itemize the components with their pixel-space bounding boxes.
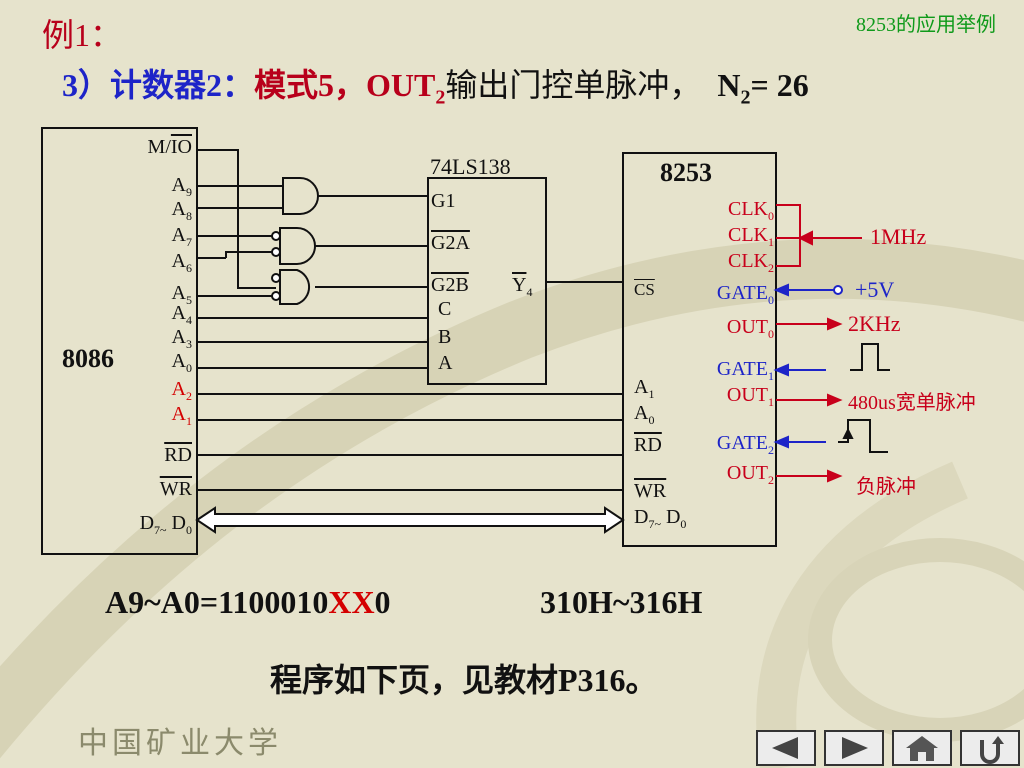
decoder-input-label: B bbox=[438, 326, 452, 348]
and-gate-2 bbox=[279, 227, 316, 265]
timer-left-pin-label: A1 bbox=[634, 376, 655, 401]
timer-left-pin-label: D7~ D0 bbox=[634, 506, 687, 531]
timer-right-pin-label: GATE2 bbox=[716, 432, 774, 457]
cpu-pin-label: A8 bbox=[171, 198, 192, 223]
cpu-pin-label: RD bbox=[164, 444, 192, 466]
cpu-pin-label: M/IO bbox=[147, 136, 192, 158]
decoder-name: 74LS138 bbox=[430, 154, 511, 179]
clock-freq-label: 1MHz bbox=[870, 224, 927, 249]
cpu-pin-label: A0 bbox=[171, 350, 192, 375]
timer-right-pin-label: CLK2 bbox=[728, 250, 774, 275]
out0-freq-label: 2KHz bbox=[848, 311, 901, 336]
vcc-label: +5V bbox=[855, 277, 895, 302]
wire-mio bbox=[197, 149, 276, 289]
home-button[interactable] bbox=[892, 730, 952, 766]
next-arrow-icon bbox=[842, 737, 868, 759]
address-range: 310H~316H bbox=[540, 584, 703, 620]
and-gate-3 bbox=[279, 269, 311, 305]
program-note: 程序如下页，见教材P316。 bbox=[270, 662, 658, 698]
timer-8253-box bbox=[622, 152, 777, 547]
home-icon bbox=[906, 736, 938, 761]
timer-cs-label: CS bbox=[634, 280, 655, 299]
timer-right-pin-label: GATE0 bbox=[716, 282, 774, 307]
decoder-input-label: G1 bbox=[431, 190, 456, 212]
cpu-pin-label: A5 bbox=[171, 282, 192, 307]
timer-right-pin-label: CLK0 bbox=[728, 198, 774, 223]
example-label: 例1： bbox=[42, 17, 123, 53]
corner-title: 8253的应用举例 bbox=[856, 14, 996, 36]
timer-right-pin-label: GATE1 bbox=[716, 358, 774, 383]
out2-pulse-label: 负脉冲 bbox=[856, 476, 916, 498]
timer-left-pin-label: WR bbox=[634, 480, 667, 502]
decoder-input-label: C bbox=[438, 298, 452, 320]
clock-bracket bbox=[776, 204, 801, 267]
and-gate-1 bbox=[282, 177, 319, 215]
pulse-waveform-gate1 bbox=[850, 343, 890, 371]
next-slide-button[interactable] bbox=[824, 730, 884, 766]
cpu-pin-label: WR bbox=[159, 478, 192, 500]
timer-right-pin-label: OUT2 bbox=[726, 462, 774, 487]
timer-name: 8253 bbox=[660, 158, 712, 187]
circuit-diagram bbox=[41, 127, 890, 555]
cpu-pin-label: A6 bbox=[171, 250, 192, 275]
cpu-name: 8086 bbox=[62, 344, 114, 373]
cpu-pin-label: A1 bbox=[171, 403, 192, 428]
cpu-pin-label: D7~ D0 bbox=[139, 512, 192, 537]
prev-arrow-icon bbox=[772, 737, 798, 759]
prev-slide-button[interactable] bbox=[756, 730, 816, 766]
return-button[interactable] bbox=[960, 730, 1020, 766]
out1-pulse-label: 480us宽单脉冲 bbox=[848, 392, 976, 414]
data-bus-arrow bbox=[195, 506, 625, 534]
return-icon bbox=[980, 736, 1004, 764]
pulse-waveform-gate2 bbox=[838, 419, 888, 453]
cpu-pin-label: A3 bbox=[171, 326, 192, 351]
slide-heading: 3）计数器2：模式5，OUT2输出门控单脉冲， N2= 26 bbox=[62, 67, 809, 109]
timer-right-pin-label: OUT1 bbox=[726, 384, 774, 409]
timer-right-pin-label: OUT0 bbox=[726, 316, 774, 341]
decoder-input-label: A bbox=[438, 352, 453, 374]
decoder-input-label: G2A bbox=[431, 232, 470, 254]
timer-right-pin-label: CLK1 bbox=[728, 224, 774, 249]
decoder-input-label: G2B bbox=[431, 274, 469, 296]
timer-left-pin-label: A0 bbox=[634, 402, 655, 427]
school-name: 中国矿业大学 bbox=[78, 727, 282, 760]
cpu-pin-label: A9 bbox=[171, 174, 192, 199]
cpu-pin-label: A4 bbox=[171, 302, 192, 327]
timer-left-pin-label: RD bbox=[634, 434, 662, 456]
cpu-pin-label: A7 bbox=[171, 224, 192, 249]
cpu-pin-label: A2 bbox=[171, 378, 192, 403]
address-formula: A9~A0=1100010XX0 bbox=[105, 584, 391, 620]
decoder-output-label: Y4 bbox=[512, 274, 533, 299]
